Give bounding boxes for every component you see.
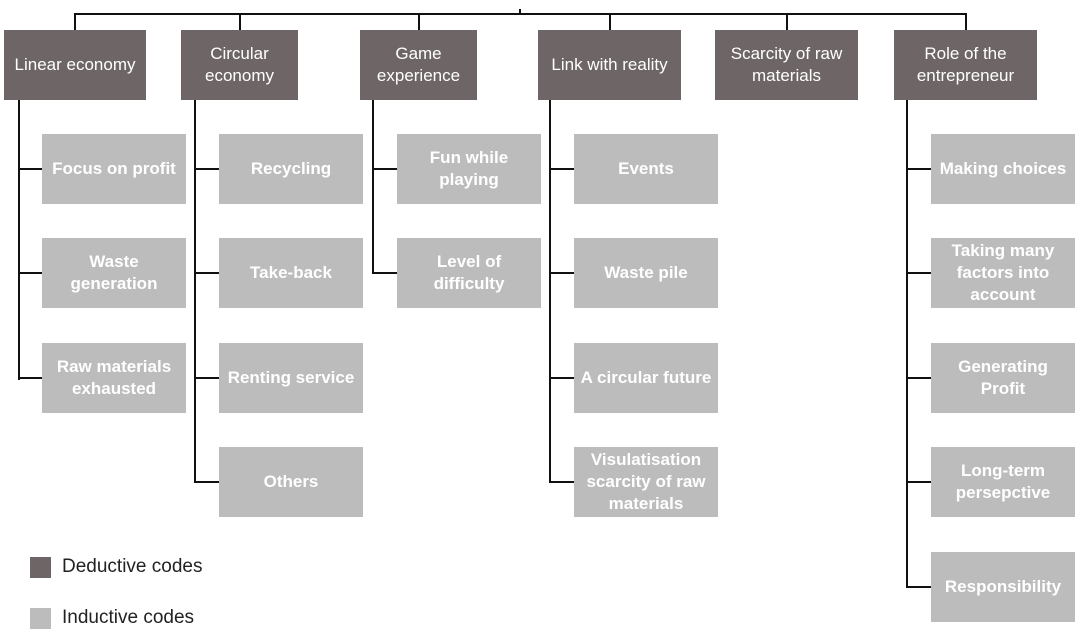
- code-taking-many-factors: Taking many factors into account: [931, 238, 1075, 308]
- trunk-game-experience: [372, 100, 374, 274]
- code-responsibility: Responsibility: [931, 552, 1075, 622]
- legend-swatch-deductive: [30, 557, 51, 578]
- code-waste-generation: Waste generation: [42, 238, 186, 308]
- legend-label-deductive: Deductive codes: [62, 556, 203, 577]
- branch: [906, 168, 931, 170]
- code-focus-on-profit: Focus on profit: [42, 134, 186, 204]
- trunk-circular-economy: [194, 100, 196, 483]
- code-level-of-difficulty: Level of difficulty: [397, 238, 541, 308]
- top-connector: [74, 13, 967, 15]
- category-circular-economy: Circular economy: [181, 30, 298, 100]
- code-fun-while-playing: Fun while playing: [397, 134, 541, 204]
- category-linear-economy: Linear economy: [4, 30, 146, 100]
- branch: [549, 272, 574, 274]
- code-raw-materials-exhausted: Raw materials exhausted: [42, 343, 186, 413]
- branch: [194, 481, 219, 483]
- code-generating-profit: Generating Profit: [931, 343, 1075, 413]
- code-waste-pile: Waste pile: [574, 238, 718, 308]
- code-visualisation-scarcity: Visulatisation scarcity of raw materials: [574, 447, 718, 517]
- branch: [18, 377, 42, 379]
- code-a-circular-future: A circular future: [574, 343, 718, 413]
- branch: [194, 377, 219, 379]
- branch: [549, 481, 574, 483]
- branch: [18, 168, 42, 170]
- code-recycling: Recycling: [219, 134, 363, 204]
- branch: [549, 377, 574, 379]
- branch: [906, 481, 931, 483]
- category-link-with-reality: Link with reality: [538, 30, 681, 100]
- category-scarcity-of-raw-materials: Scarcity of raw materials: [715, 30, 858, 100]
- drop-circular-economy: [239, 13, 241, 30]
- branch: [372, 272, 397, 274]
- code-renting-service: Renting service: [219, 343, 363, 413]
- trunk-linear-economy: [18, 100, 20, 380]
- branch: [549, 168, 574, 170]
- code-take-back: Take-back: [219, 238, 363, 308]
- trunk-role-entrepreneur: [906, 100, 908, 588]
- branch: [18, 272, 42, 274]
- category-game-experience: Game experience: [360, 30, 477, 100]
- branch: [906, 272, 931, 274]
- legend-label-inductive: Inductive codes: [62, 607, 195, 628]
- code-others: Others: [219, 447, 363, 517]
- drop-link-with-reality: [609, 13, 611, 30]
- drop-scarcity: [786, 13, 788, 30]
- drop-game-experience: [418, 13, 420, 30]
- branch: [372, 168, 397, 170]
- code-events: Events: [574, 134, 718, 204]
- drop-role-entrepreneur: [965, 13, 967, 30]
- drop-linear-economy: [74, 13, 76, 30]
- branch: [194, 168, 219, 170]
- branch: [194, 272, 219, 274]
- category-role-of-the-entrepreneur: Role of the entrepreneur: [894, 30, 1037, 100]
- root-connector: [519, 9, 521, 14]
- code-long-term-perspective: Long-term persepctive: [931, 447, 1075, 517]
- branch: [906, 586, 931, 588]
- legend-swatch-inductive: [30, 608, 51, 629]
- branch: [906, 377, 931, 379]
- trunk-link-with-reality: [549, 100, 551, 483]
- code-making-choices: Making choices: [931, 134, 1075, 204]
